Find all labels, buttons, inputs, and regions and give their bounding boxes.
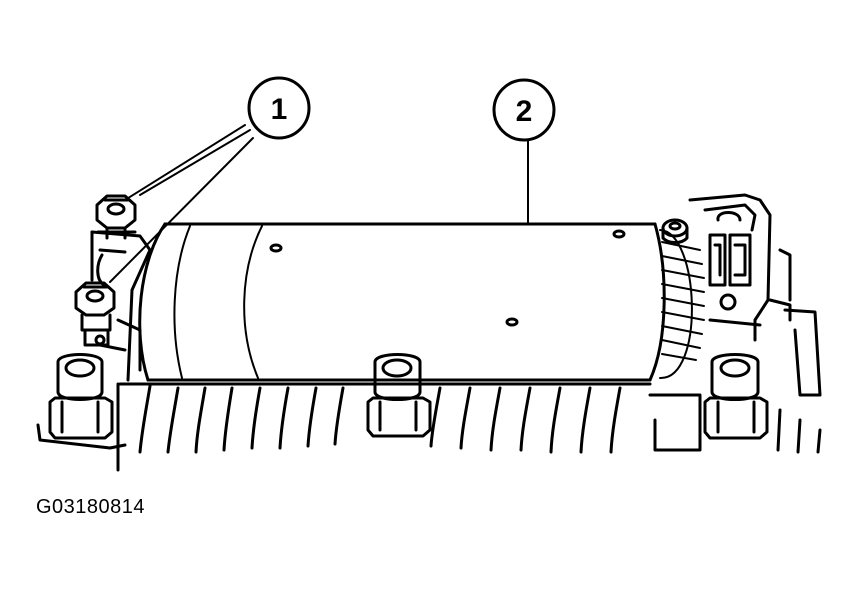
callout-2-circle [492, 78, 556, 142]
coil-bolt [661, 218, 689, 244]
left-fitting [36, 353, 127, 450]
solenoid-cylinder [138, 222, 666, 382]
left-bracket [90, 230, 152, 382]
lower-bolt [74, 281, 116, 347]
callout-1-circle [247, 76, 311, 140]
callout-2-label: 2 [516, 95, 533, 128]
figure-code: G03180814 [36, 496, 146, 518]
callout-1-leaders [109, 124, 254, 283]
base-fins [116, 382, 822, 472]
right-fitting [648, 353, 769, 452]
coil-winding [659, 229, 705, 380]
center-fitting [366, 353, 432, 438]
terminal-bracket [688, 193, 822, 397]
callout-1-label: 1 [271, 93, 288, 126]
